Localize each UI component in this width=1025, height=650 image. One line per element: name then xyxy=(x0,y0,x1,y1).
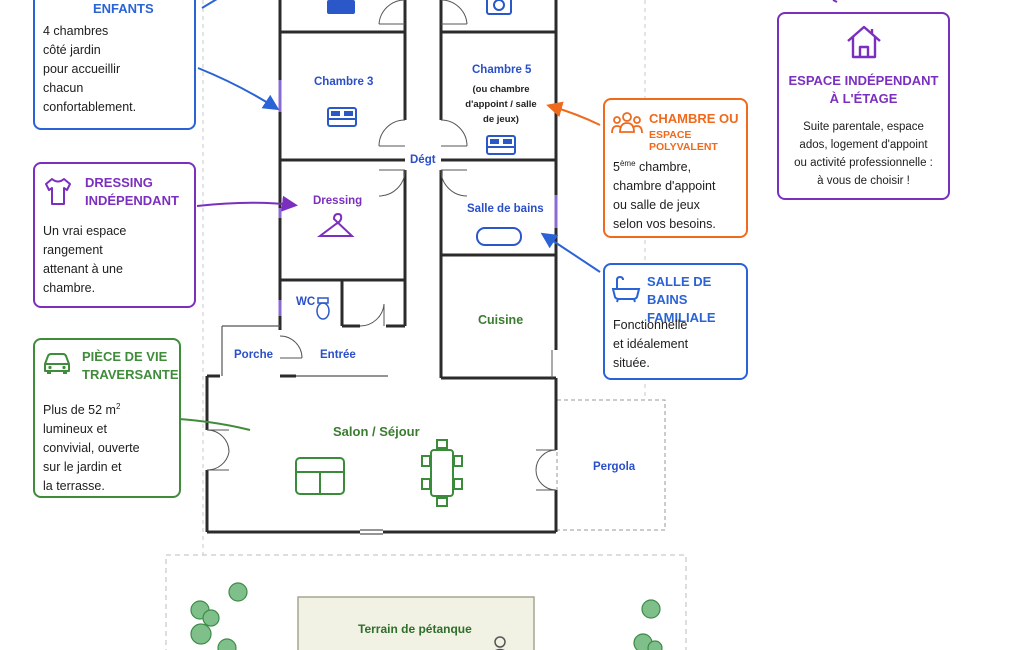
room-label-salle-de-bains: Salle de bains xyxy=(467,203,544,215)
callout-etage-title: ESPACE INDÉPENDANT À L'ÉTAGE xyxy=(788,73,939,106)
room-label-degt: Dégt xyxy=(410,154,436,166)
callout-etage-body: Suite parentale, espace ados, logement d… xyxy=(794,121,933,187)
room-label-cuisine: Cuisine xyxy=(478,313,524,327)
callout-dressing: DRESSING INDÉPENDANT Un vrai espace rang… xyxy=(33,162,196,308)
callout-chambre-polyvalent-title: CHAMBRE OU xyxy=(649,111,739,126)
walls xyxy=(205,0,558,534)
washing-machine-icon xyxy=(486,0,512,15)
room-label-porche: Porche xyxy=(234,349,273,361)
hanger-icon xyxy=(317,212,355,237)
callout-dressing-title: DRESSING INDÉPENDANT xyxy=(85,175,179,208)
arrow-salle-de-bains xyxy=(540,232,601,273)
house-icon xyxy=(847,25,881,59)
room-label-petanque: Terrain de pétanque xyxy=(358,622,472,636)
bathtub-fixture xyxy=(476,227,522,246)
toilet-icon xyxy=(316,297,330,320)
dining-table-icon xyxy=(421,439,463,507)
room-label-chambre5: Chambre 5 xyxy=(472,64,532,76)
callout-salle-de-bains-title: SALLE DE BAINS FAMILIALE xyxy=(647,274,716,325)
windows xyxy=(278,80,558,316)
callout-dressing-body: Un vrai espace rangement attenant à une … xyxy=(43,224,127,295)
callout-piece-de-vie-body: Plus de 52 m2 lumineux et convivial, ouv… xyxy=(43,402,140,494)
callout-enfants: ENFANTS 4 chambres côté jardin pour accu… xyxy=(33,0,196,130)
callout-piece-de-vie-title: PIÈCE DE VIE TRAVERSANTE xyxy=(82,349,179,382)
room-label-dressing: Dressing xyxy=(313,195,363,207)
bathtub-icon xyxy=(611,275,641,303)
arrow-dressing xyxy=(196,195,298,212)
sofa-icon xyxy=(295,457,345,495)
callout-enfants-body: 4 chambres côté jardin pour accueillir c… xyxy=(43,24,137,114)
callout-etage: ESPACE INDÉPENDANT À L'ÉTAGE Suite paren… xyxy=(777,12,950,200)
people-icon xyxy=(611,112,643,134)
callout-piece-de-vie: PIÈCE DE VIE TRAVERSANTE Plus de 52 m2 l… xyxy=(33,338,181,498)
room-label-pergola: Pergola xyxy=(593,461,636,473)
callout-enfants-title: ENFANTS xyxy=(93,1,154,16)
room-label-wc: WC xyxy=(296,296,316,308)
room-label-entree: Entrée xyxy=(320,349,356,361)
bed-icon-top-left xyxy=(327,0,355,14)
room-label-salon: Salon / Séjour xyxy=(333,424,420,439)
door-swings xyxy=(206,0,557,491)
room-label-chambre3: Chambre 3 xyxy=(314,76,374,88)
car-icon xyxy=(44,353,70,374)
callout-salle-de-bains: SALLE DE BAINS FAMILIALE Fonctionnelle e… xyxy=(603,263,748,380)
porche-outline xyxy=(221,325,280,376)
callout-chambre-polyvalent-subtitle: ESPACE POLYVALENT xyxy=(649,129,718,153)
arrow-etage-top xyxy=(832,0,838,3)
room-note-chambre5: (ou chambre d'appoint / salle de jeux) xyxy=(465,84,537,125)
bed-icon-chambre5 xyxy=(486,135,516,155)
arrow-chambre-polyvalent xyxy=(546,101,601,126)
callout-chambre-polyvalent: CHAMBRE OU ESPACE POLYVALENT 5ème chambr… xyxy=(603,98,748,238)
callout-chambre-polyvalent-body: 5ème chambre, chambre d'appoint ou salle… xyxy=(613,159,716,232)
arrow-enfants-top xyxy=(201,0,218,9)
garden-bushes xyxy=(190,582,663,650)
bed-icon-chambre3 xyxy=(327,107,357,127)
callout-salle-de-bains-body: Fonctionnelle et idéalement située. xyxy=(613,318,689,370)
shirt-icon xyxy=(45,178,71,205)
arrow-enfants xyxy=(197,67,280,111)
